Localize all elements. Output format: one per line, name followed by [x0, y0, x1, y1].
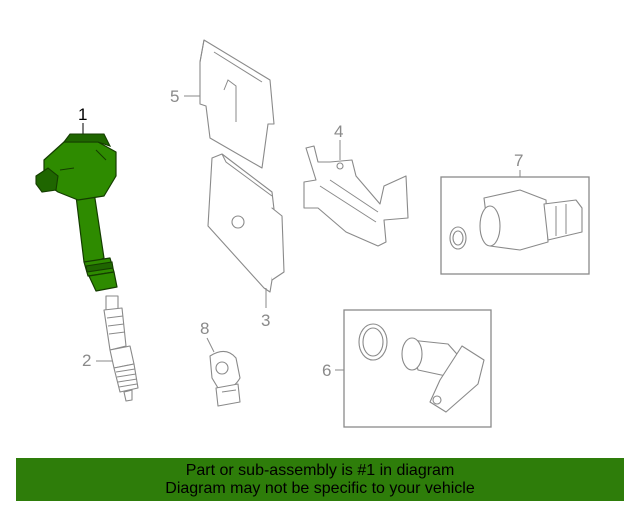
bracket-outline	[303, 145, 409, 247]
coil-ring	[85, 261, 114, 273]
coil-detail	[59, 149, 107, 171]
cover-detail	[199, 39, 237, 122]
coil-boot	[88, 271, 118, 292]
knock-connector	[215, 383, 241, 407]
part-6-sensor[interactable]: 6	[322, 309, 492, 428]
sensor-7-face	[479, 205, 501, 247]
callout-3[interactable]: 3	[261, 311, 270, 330]
sensor-6-face	[401, 337, 423, 371]
bracket-hole	[336, 162, 344, 170]
part-7-sensor[interactable]: 7	[440, 151, 590, 275]
plug-electrode	[123, 389, 133, 402]
ecm-top-edge	[221, 153, 273, 197]
callout-4[interactable]: 4	[334, 122, 343, 141]
ecm-connector	[271, 207, 285, 281]
parts-diagram: 1 2 5 3	[35, 39, 590, 428]
sensor-7-plug	[543, 199, 583, 241]
coil-tube	[75, 191, 105, 263]
plug-ribs	[106, 315, 126, 335]
sensor-6-oring-inner	[362, 327, 384, 357]
callout-6[interactable]: 6	[322, 361, 331, 380]
callout-2[interactable]: 2	[82, 351, 91, 370]
knock-hole	[215, 361, 229, 375]
callout-7[interactable]: 7	[514, 151, 523, 170]
part-3-ecm[interactable]: 3	[207, 153, 285, 330]
cover-edge	[213, 51, 263, 83]
banner-line-1: Part or sub-assembly is #1 in diagram	[185, 461, 455, 479]
coil-head	[43, 141, 117, 201]
coil-top	[62, 133, 112, 147]
sensor-6-bolt-hole	[432, 395, 442, 405]
plug-terminal	[105, 295, 119, 311]
knock-detail	[221, 389, 237, 393]
bracket-rib	[319, 179, 379, 223]
plug-thread	[113, 363, 139, 393]
sensor-7-plug-lines	[555, 204, 567, 236]
info-banner: Part or sub-assembly is #1 in diagram Di…	[16, 458, 624, 501]
plug-thread-lines	[115, 368, 138, 388]
sensor-7-oring-inner	[452, 230, 464, 246]
leader-8	[206, 337, 215, 353]
callout-8[interactable]: 8	[200, 319, 209, 338]
ecm-hole	[231, 215, 245, 229]
sensor-6-flange	[429, 345, 485, 413]
coil-connector	[35, 167, 59, 193]
cover-outline	[199, 39, 275, 169]
callout-5[interactable]: 5	[170, 87, 179, 106]
part-2-spark-plug[interactable]: 2	[82, 295, 139, 402]
part-8-knock-sensor[interactable]: 8	[200, 319, 241, 407]
part-1-ignition-coil[interactable]: 1	[35, 105, 118, 292]
part-4-bracket[interactable]: 4	[303, 122, 409, 247]
plug-insulator	[103, 307, 127, 351]
part-5-ecm-cover[interactable]: 5	[170, 39, 275, 169]
banner-line-2: Diagram may not be specific to your vehi…	[165, 479, 475, 497]
callout-1[interactable]: 1	[78, 105, 87, 124]
